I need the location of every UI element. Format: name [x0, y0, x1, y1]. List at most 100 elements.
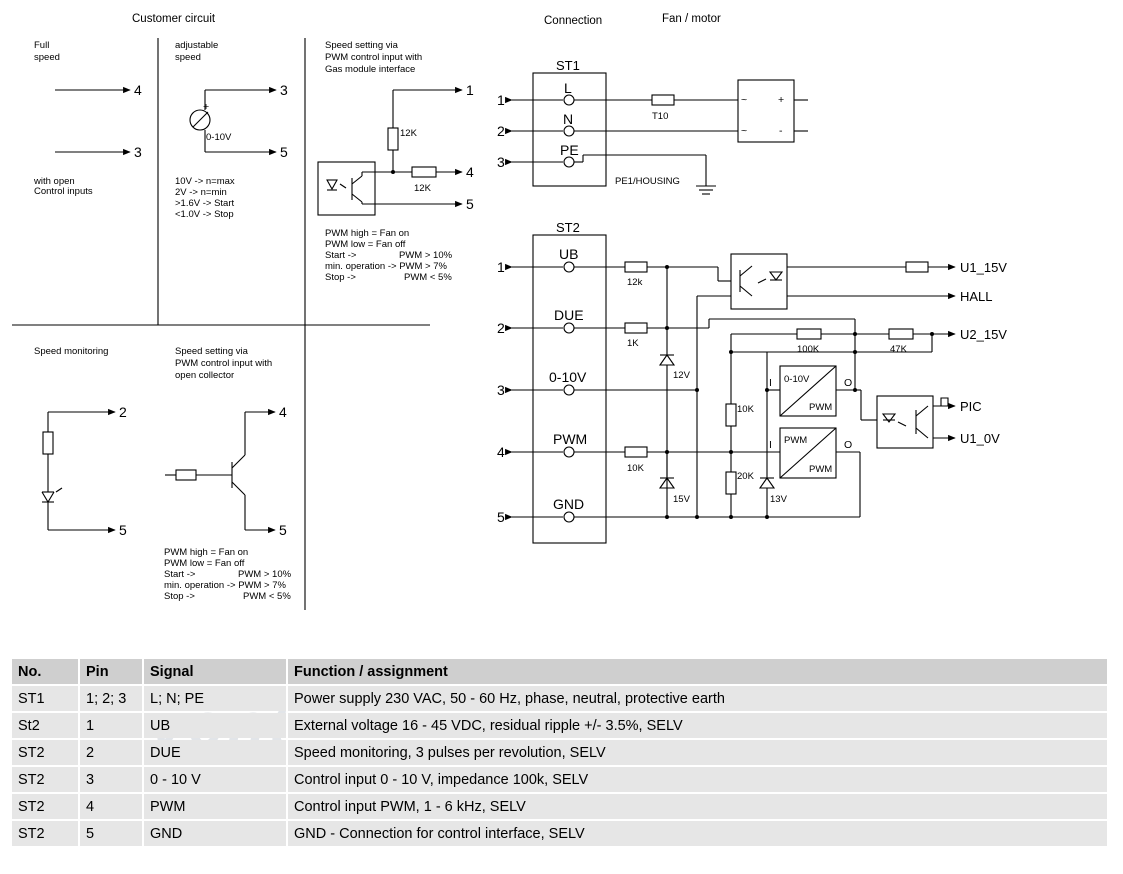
output-pic: PIC	[960, 399, 982, 414]
cell-function: Control input 0 - 10 V, impedance 100k, …	[286, 767, 1107, 792]
table-row: ST2 4 PWM Control input PWM, 1 - 6 kHz, …	[12, 794, 1107, 819]
pin-label: 4	[134, 82, 142, 98]
st2-pin-due: DUE	[554, 307, 584, 323]
pin-label: 2	[119, 404, 127, 420]
table-header-row: No. Pin Signal Function / assignment	[12, 659, 1107, 684]
label-pwm-gas-2: PWM control input with	[325, 52, 422, 63]
resistor-12k-horizontal	[411, 166, 437, 178]
rectifier-box	[737, 79, 795, 143]
pwm-note: Start ->	[325, 250, 357, 261]
converter-label: PWM	[784, 435, 807, 446]
cell-signal: 0 - 10 V	[142, 767, 286, 792]
label-pwm-gas-1: Speed setting via	[325, 40, 399, 51]
converter-io: I	[769, 439, 772, 451]
pwm-note: PWM low = Fan off	[164, 558, 245, 569]
comp-label: 12V	[673, 370, 691, 381]
label-pwm-oc-1: Speed setting via	[175, 346, 249, 357]
comp-label: 20K	[737, 471, 755, 482]
label-12k-a: 12K	[400, 128, 418, 139]
comp-label: 13V	[770, 494, 788, 505]
label-adjustable: adjustable	[175, 40, 218, 51]
st1-connector	[532, 72, 607, 187]
output-optocoupler	[876, 395, 934, 449]
converter-label: PWM	[809, 402, 832, 413]
header-fan-motor: Fan / motor	[662, 13, 721, 25]
note-10v: 10V -> n=max	[175, 176, 235, 187]
pwm-note: Start ->	[164, 569, 196, 580]
pwm-note: Stop ->	[164, 591, 195, 602]
cell-no: ST2	[12, 794, 78, 819]
col-header-no: No.	[12, 659, 78, 684]
cell-signal: DUE	[142, 740, 286, 765]
st2-pin-0-10v: 0-10V	[549, 369, 587, 385]
st2-number: 2	[497, 320, 505, 336]
pin-label: 4	[279, 404, 287, 420]
pwm-note: min. operation -> PWM > 7%	[164, 580, 287, 591]
label-speed: speed	[34, 52, 60, 63]
pwm-note: PWM high = Fan on	[325, 228, 409, 239]
note-stop: <1.0V -> Stop	[175, 209, 234, 220]
comp-label: 47K	[890, 344, 908, 355]
cell-signal: UB	[142, 713, 286, 738]
rectifier-symbol: ~	[741, 94, 747, 106]
voltage-source-symbol	[189, 109, 211, 131]
cell-function: Power supply 230 VAC, 50 - 60 Hz, phase,…	[286, 686, 1107, 711]
header-customer-circuit: Customer circuit	[132, 13, 216, 25]
cell-no: ST2	[12, 821, 78, 846]
cell-function: Control input PWM, 1 - 6 kHz, SELV	[286, 794, 1107, 819]
st1-number: 2	[497, 123, 505, 139]
rectifier-symbol: +	[778, 94, 784, 106]
st2-pin-ub: UB	[559, 246, 578, 262]
pwm-note: PWM < 5%	[243, 591, 291, 602]
table-row: ST1 1; 2; 3 L; N; PE Power supply 230 VA…	[12, 686, 1107, 711]
table-row: ST2 2 DUE Speed monitoring, 3 pulses per…	[12, 740, 1107, 765]
cell-pin: 1; 2; 3	[78, 686, 142, 711]
plus-sign: +	[203, 101, 209, 113]
converter-pwm-pwm	[779, 427, 837, 479]
rectifier-symbol: -	[779, 125, 783, 137]
pin-label: 1	[466, 82, 474, 98]
converter-label: PWM	[809, 464, 832, 475]
pwm-note: PWM < 5%	[404, 272, 452, 283]
pin-label: 5	[119, 522, 127, 538]
cell-no: St2	[12, 713, 78, 738]
pin-label: 5	[279, 522, 287, 538]
converter-label: 0-10V	[784, 374, 810, 385]
st2-number: 3	[497, 382, 505, 398]
output-hall: HALL	[960, 289, 993, 304]
st1-pin-n: N	[563, 111, 573, 127]
col-header-signal: Signal	[142, 659, 286, 684]
table-row: ST2 5 GND GND - Connection for control i…	[12, 821, 1107, 846]
junction-dots	[391, 170, 934, 519]
pin-assignment-table: No. Pin Signal Function / assignment ST1…	[12, 657, 1107, 848]
st2-number: 5	[497, 509, 505, 525]
table-row: ST2 3 0 - 10 V Control input 0 - 10 V, i…	[12, 767, 1107, 792]
cell-function: Speed monitoring, 3 pulses per revolutio…	[286, 740, 1107, 765]
fuse-t10	[651, 94, 675, 106]
cell-no: ST2	[12, 740, 78, 765]
resistor-12k-vertical	[387, 127, 399, 151]
cell-signal: PWM	[142, 794, 286, 819]
comp-label: 12k	[627, 277, 643, 288]
comp-label: 10K	[627, 463, 645, 474]
output-u1-15v: U1_15V	[960, 260, 1007, 275]
cell-no: ST2	[12, 767, 78, 792]
converter-0-10v-pwm	[779, 365, 837, 417]
pin-label: 5	[466, 196, 474, 212]
comp-label: 15V	[673, 494, 691, 505]
cell-pin: 5	[78, 821, 142, 846]
cell-no: ST1	[12, 686, 78, 711]
col-header-pin: Pin	[78, 659, 142, 684]
st1-number: 3	[497, 154, 505, 170]
optocoupler-box	[317, 161, 376, 216]
pwm-note: min. operation -> PWM > 7%	[325, 261, 448, 272]
col-header-function: Function / assignment	[286, 659, 1107, 684]
pin-label: 4	[466, 164, 474, 180]
st2-number: 4	[497, 444, 505, 460]
pin-label: 3	[280, 82, 288, 98]
st1-pin-pe: PE	[560, 142, 579, 158]
st1-label: ST1	[556, 58, 580, 73]
st1-number: 1	[497, 92, 505, 108]
label-pwm-gas-3: Gas module interface	[325, 64, 415, 75]
label-control-inputs: Control inputs	[34, 186, 93, 197]
